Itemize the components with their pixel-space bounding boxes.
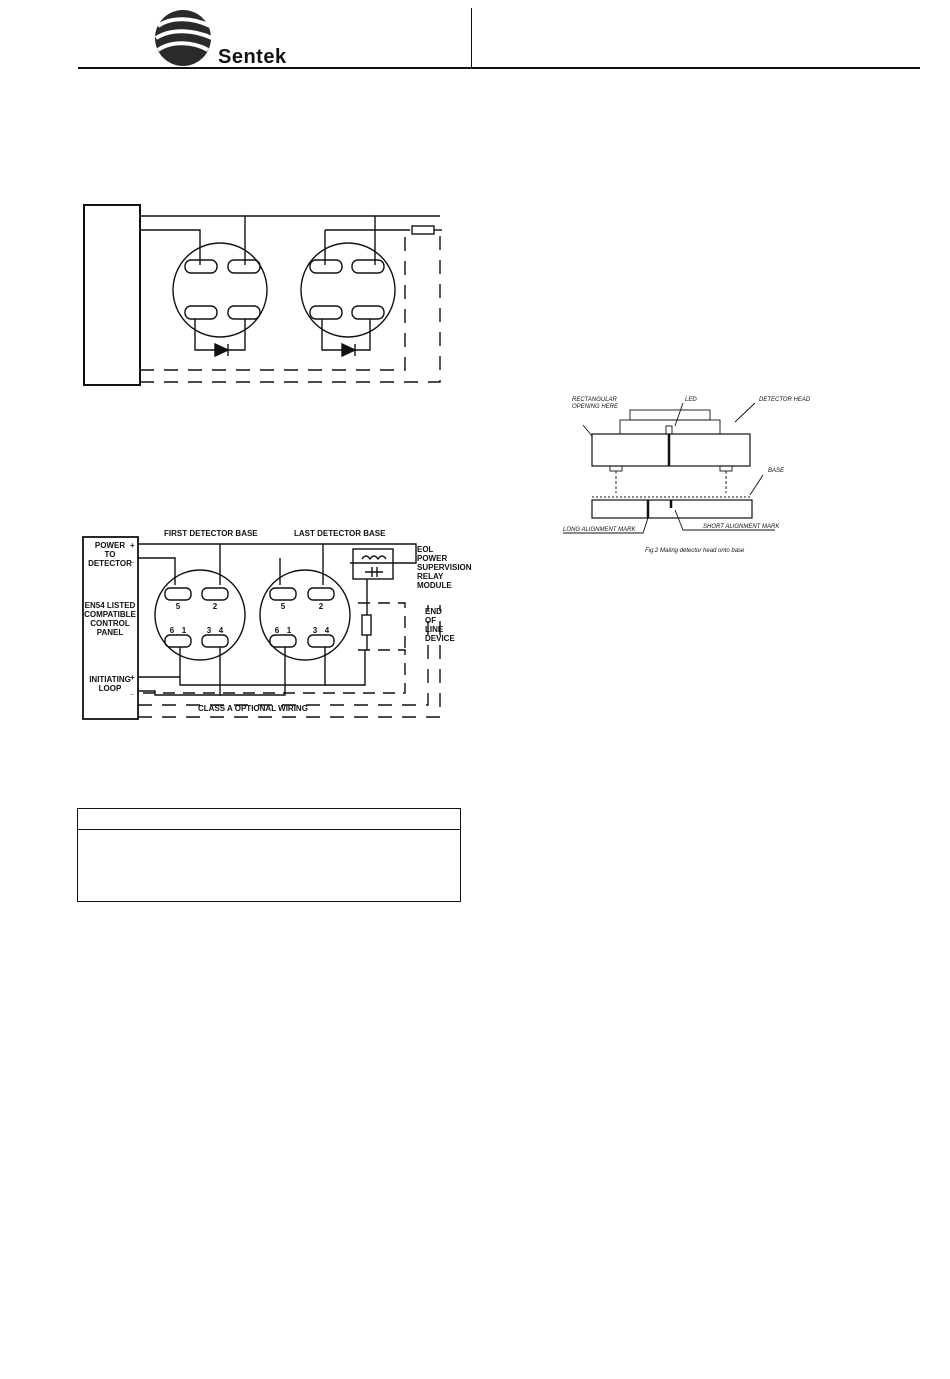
terminal-5-last: 5 — [281, 602, 286, 611]
terminal-6-first: 6 — [170, 626, 175, 635]
eol-module-line-4: RELAY — [417, 572, 444, 581]
eol-device-line-3: LINE — [425, 625, 444, 634]
eol-device-line-4: DEVICE — [425, 634, 455, 643]
long-mark-label: LONG ALIGNMENT MARK — [563, 527, 636, 533]
panel-desc-line-2: COMPATIBLE — [84, 610, 136, 619]
panel-loop-line-2: LOOP — [99, 684, 122, 693]
terminal-3-first: 3 — [207, 626, 212, 635]
panel-loop-line-1: INITIATING — [89, 675, 131, 684]
terminal-1-last: 1 — [287, 626, 292, 635]
detector-base-2 — [300, 242, 396, 338]
loop-plus: + — [130, 673, 135, 682]
note-table — [77, 808, 461, 902]
terminal-1-first: 1 — [182, 626, 187, 635]
first-detector-base — [154, 569, 246, 661]
terminal-2-last: 2 — [319, 602, 324, 611]
panel-power-line-2: TO — [105, 550, 116, 559]
rect-opening-line-1: RECTANGULAR — [572, 397, 618, 403]
panel-desc-line-4: PANEL — [97, 628, 124, 637]
control-panel-box — [82, 536, 139, 720]
eol-module-line-5: MODULE — [417, 581, 452, 590]
first-base-label: FIRST DETECTOR BASE — [164, 529, 258, 538]
led-icon — [665, 425, 673, 435]
wiring-diagram-two-wire — [83, 204, 442, 386]
power-plus: + — [130, 541, 135, 550]
detector-base-1 — [172, 242, 268, 338]
header-rule — [78, 67, 920, 69]
panel-power-line-3: DETECTOR — [88, 559, 132, 568]
detector-head-body — [591, 433, 751, 467]
brand-name: Sentek — [218, 46, 287, 68]
panel-desc-line-3: CONTROL — [90, 619, 130, 628]
power-minus: _ — [129, 555, 135, 564]
eol-module-line-2: POWER — [417, 554, 447, 563]
last-detector-base — [259, 569, 351, 661]
terminal-3-last: 3 — [313, 626, 318, 635]
detector-head-label: DETECTOR HEAD — [759, 397, 811, 403]
led-label: LED — [685, 397, 697, 403]
fig2-caption: Fig.2 Mating detector head onto base — [645, 548, 745, 554]
rect-opening-line-2: OPENING HERE — [572, 404, 619, 410]
eol-module-line-1: EOL — [417, 545, 434, 554]
eol-relay-module-box — [352, 548, 394, 580]
terminal-5-first: 5 — [176, 602, 181, 611]
sentek-logo-icon — [154, 10, 213, 66]
loop-minus: _ — [129, 687, 135, 696]
detector-head-dome — [629, 409, 711, 421]
eol-device-line-2: OF — [425, 616, 436, 625]
base-label: BASE — [768, 468, 785, 474]
note-table-header — [78, 809, 460, 830]
short-mark-label: SHORT ALIGNMENT MARK — [703, 524, 780, 530]
eol-resistor — [361, 614, 372, 636]
page-header: Sentek — [0, 0, 950, 72]
wiring-diagram-four-wire: FIRST DETECTOR BASE LAST DETECTOR BASE P… — [82, 529, 472, 720]
terminal-2-first: 2 — [213, 602, 218, 611]
control-panel-box — [83, 204, 141, 386]
terminal-4-first: 4 — [219, 626, 224, 635]
terminal-4-last: 4 — [325, 626, 330, 635]
class-a-label: CLASS A OPTIONAL WIRING — [198, 704, 308, 713]
panel-desc-line-1: EN54 LISTED — [85, 601, 136, 610]
header-divider-vertical — [471, 8, 472, 68]
fig2-mating-diagram: RECTANGULAR OPENING HERE LED DETECTOR HE… — [563, 397, 811, 554]
panel-power-line-1: POWER — [95, 541, 125, 550]
eol-device-line-1: END — [425, 607, 442, 616]
terminal-6-last: 6 — [275, 626, 280, 635]
last-base-label: LAST DETECTOR BASE — [294, 529, 386, 538]
eol-module-line-3: SUPERVISION — [417, 563, 472, 572]
